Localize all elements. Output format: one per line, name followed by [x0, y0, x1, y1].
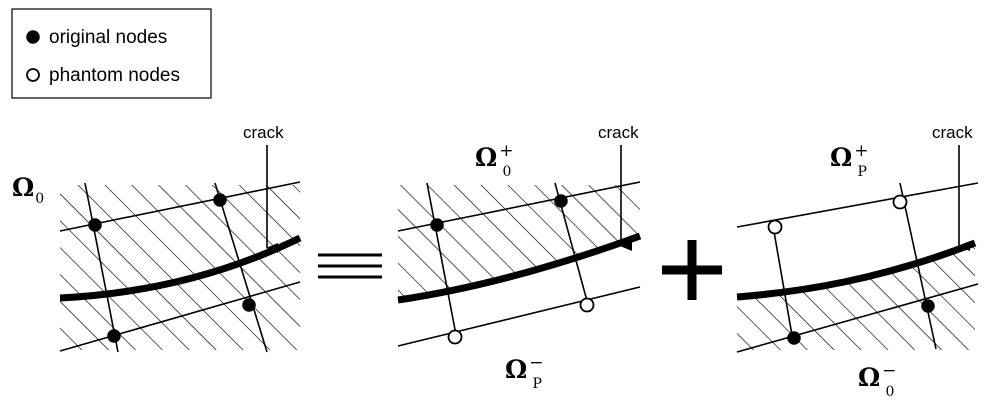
- phantom-node-legend-icon: [26, 68, 40, 82]
- crack-curve: [397, 232, 642, 304]
- crack-curve: [736, 239, 977, 301]
- hatched-domain: [737, 243, 975, 350]
- phantom-node: [892, 194, 908, 210]
- panel-upper-subdomain: crack Ω+0 Ω−P: [397, 123, 642, 392]
- original-node: [921, 299, 935, 313]
- original-node: [554, 194, 568, 208]
- legend: original nodes phantom nodes: [11, 8, 212, 99]
- original-node: [213, 193, 227, 207]
- legend-box: [11, 8, 212, 99]
- original-node: [787, 331, 801, 345]
- crack-label: crack: [598, 123, 639, 142]
- domain-label-omega-p-minus: Ω−P: [505, 353, 544, 392]
- equals-sign: [318, 253, 382, 279]
- original-node: [242, 298, 256, 312]
- domain-label-omega-0-plus: Ω+0: [475, 141, 514, 180]
- hatched-domain: [398, 185, 640, 300]
- panel-original-element: crack Ω0: [12, 123, 302, 353]
- domain-label-omega-0-minus: Ω−0: [858, 361, 897, 400]
- original-node: [88, 218, 102, 232]
- panel-lower-subdomain: crack Ω+P Ω−0: [736, 123, 979, 400]
- domain-label-omega-0: Ω0: [12, 173, 44, 207]
- phantom-node: [447, 329, 463, 345]
- crack-label: crack: [243, 123, 284, 142]
- original-node: [107, 329, 121, 343]
- crack-label: crack: [932, 123, 973, 142]
- phantom-node: [767, 219, 783, 235]
- domain-label-omega-p-plus: Ω+P: [830, 141, 869, 180]
- original-node: [430, 218, 444, 232]
- hatched-domain: [60, 185, 300, 350]
- legend-original-label: original nodes: [49, 27, 167, 48]
- phantom-node: [579, 297, 595, 313]
- plus-sign: [662, 240, 722, 300]
- original-node-legend-icon: [26, 30, 40, 44]
- legend-phantom-label: phantom nodes: [49, 65, 180, 86]
